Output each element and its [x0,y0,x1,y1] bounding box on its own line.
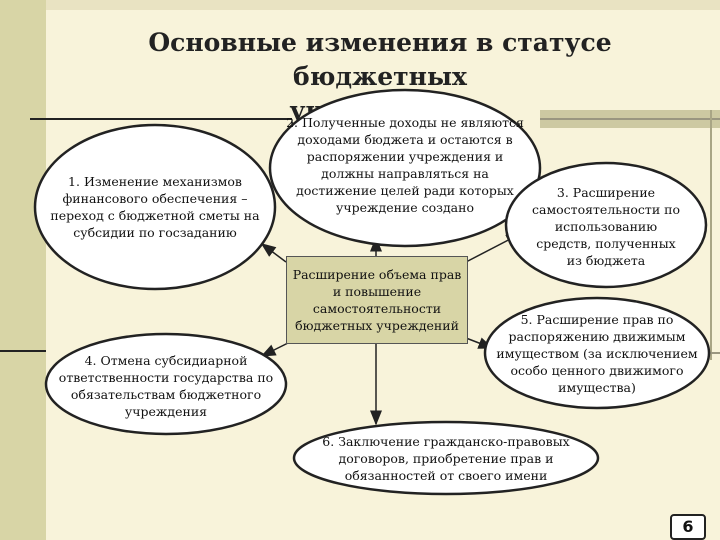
left-decor-line [30,118,292,120]
node-4-bold-text: 4. Отмена субсидиарной ответственности г… [58,353,254,385]
node-4-ellipse [44,332,288,436]
center-box: Расширение объема прав и повышение самос… [286,256,468,344]
center-text: Расширение объема прав и повышение самос… [292,267,462,333]
top-decor-bar [0,0,720,10]
left-lower-decor-line [0,350,46,352]
node-6: 6. Заключение гражданско-правовых догово… [304,430,588,486]
node-1-text: 1. Изменение механизмов финансового обес… [50,174,260,240]
arrow-to-node4 [260,341,291,357]
arrow-to-node1 [260,243,287,263]
node-2: 2. Полученные доходы не являются доходам… [282,100,528,230]
page-number: 6 [682,517,694,536]
node-4-plain-text: по обязательствам бюджетного учреждения [70,370,274,419]
title-line-1: Основные изменения в статусе бюджетных [148,28,612,91]
node-5: 5. Расширение прав по распоряжению движи… [490,304,704,402]
node-5-bold-text: 5. Расширение прав по распоряжению движи… [496,311,686,361]
right-decor-vline [710,110,712,360]
left-decor-band [0,0,46,540]
node-1: 1. Изменение механизмов финансового обес… [48,160,262,254]
node-5-plain-text: (за исключением особо ценного движимого … [510,345,698,395]
node-3-ellipse [504,161,708,289]
node-3: 3. Расширение самостоятельности по испол… [530,180,682,272]
page-number-badge: 6 [670,514,706,540]
node-5-ellipse [483,296,711,410]
node-4: 4. Отмена субсидиарной ответственности г… [56,348,276,424]
node-6-ellipse [292,420,600,496]
node-2-text: 2. Полученные доходы не являются доходам… [286,115,524,215]
node-6-text: 6. Заключение гражданско-правовых догово… [322,433,570,483]
node-2-ellipse [268,88,542,248]
right-decor-line [540,118,720,120]
node-3-text: 3. Расширение самостоятельности по испол… [531,184,681,268]
node-1-ellipse [33,123,277,291]
